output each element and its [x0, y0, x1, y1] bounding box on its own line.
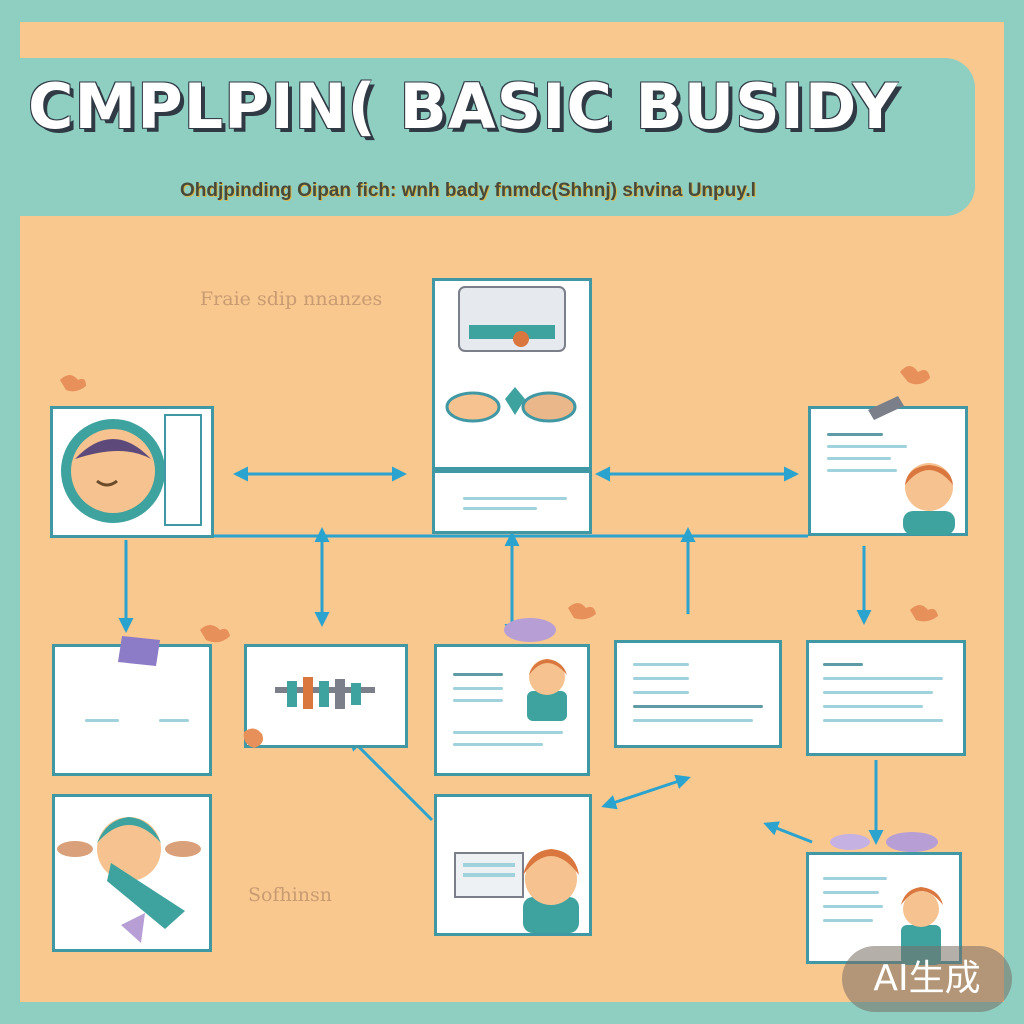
- box-top-right: [808, 406, 968, 536]
- top-left-note: Fraie sdip nnanzes: [200, 288, 383, 310]
- character-illustration: [61, 414, 202, 526]
- diagram-subtitle: Ohdjpinding Oipan fich: wnh bady fnmdc(S…: [180, 180, 756, 201]
- text-line: [827, 457, 891, 460]
- avatar: [527, 659, 567, 721]
- text-line: [823, 677, 943, 680]
- box-middle-3: [434, 644, 590, 776]
- arrow-to-box-b: [347, 735, 434, 822]
- bottom-left-note: Sofhinsn: [248, 884, 333, 906]
- text-line: [159, 719, 189, 722]
- text-line: [633, 677, 689, 680]
- gadget-illustration: [445, 286, 577, 423]
- text-line: [827, 445, 907, 448]
- text-line: [453, 673, 503, 676]
- text-line: [823, 891, 879, 894]
- text-line: [633, 691, 689, 694]
- box-top-left: [50, 406, 214, 538]
- text-line: [453, 743, 543, 746]
- text-line: [827, 433, 883, 436]
- text-line: [453, 731, 563, 734]
- text-line: [823, 719, 943, 722]
- bar-illustration: [275, 677, 375, 709]
- title-banner: [0, 58, 975, 216]
- text-line: [633, 719, 753, 722]
- box-middle-2: [244, 644, 408, 748]
- character-illustration: [454, 849, 579, 933]
- diagram-title: CMPLPIN( BASIC BUSIDY: [28, 70, 899, 143]
- text-line: [823, 919, 873, 922]
- text-line: [453, 699, 503, 702]
- text-line: [463, 507, 537, 510]
- box-bottom-left: [52, 794, 212, 952]
- text-line: [823, 905, 883, 908]
- character-illustration: [57, 817, 201, 943]
- arrow-left-to-final: [763, 821, 813, 844]
- text-line: [827, 469, 897, 472]
- text-line: [463, 497, 567, 500]
- text-line: [453, 687, 503, 690]
- box-middle-1: [52, 644, 212, 776]
- box-middle-5: [806, 640, 966, 756]
- box-middle-4: [614, 640, 782, 748]
- text-line: [633, 705, 763, 708]
- arrow-to-box-bottom: [601, 774, 691, 810]
- box-top-center-panel: [432, 470, 592, 534]
- watermark-badge: AI生成: [842, 946, 1012, 1012]
- text-line: [823, 691, 933, 694]
- text-line: [823, 663, 863, 666]
- text-line: [823, 877, 887, 880]
- text-line: [823, 705, 923, 708]
- text-line: [85, 719, 119, 722]
- box-top-center: [432, 278, 592, 470]
- box-bottom-center: [434, 794, 592, 936]
- text-line: [633, 663, 689, 666]
- avatar: [903, 463, 955, 535]
